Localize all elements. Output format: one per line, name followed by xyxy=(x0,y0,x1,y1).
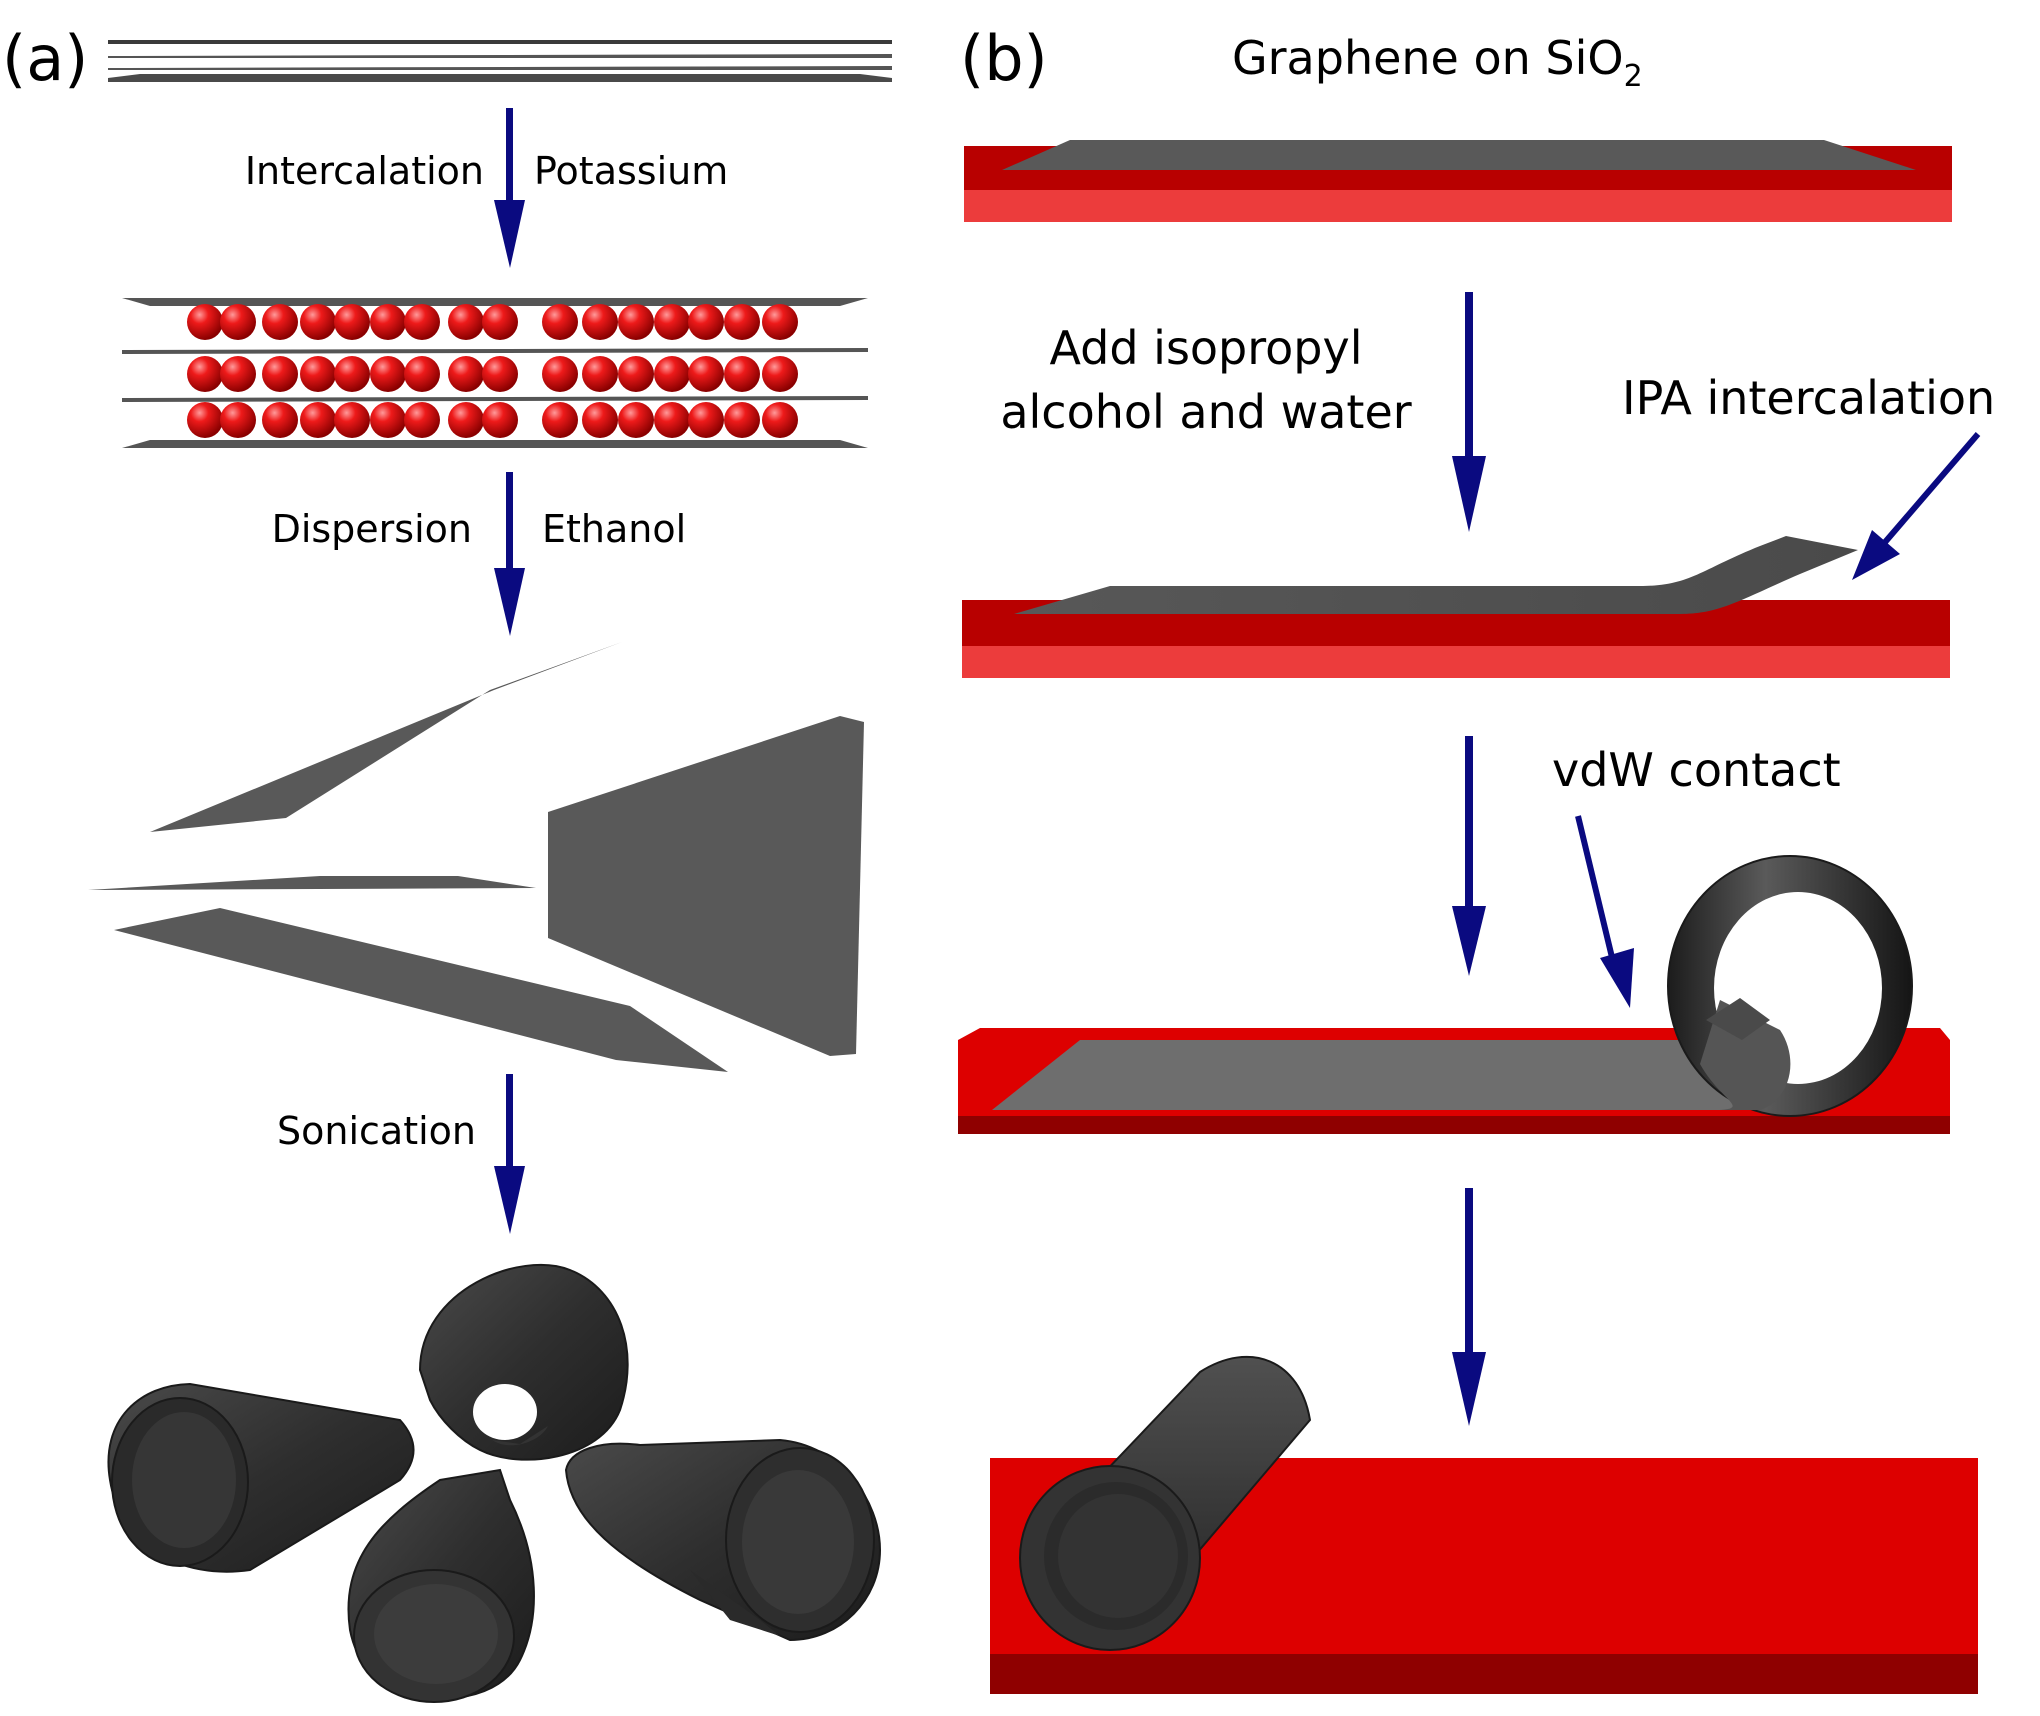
potassium-atom xyxy=(618,356,654,392)
potassium-atom xyxy=(187,304,223,340)
potassium-atom xyxy=(404,402,440,438)
potassium-atom xyxy=(370,304,406,340)
potassium-atom xyxy=(448,402,484,438)
arrow-b-step3 xyxy=(1452,1188,1486,1426)
potassium-atom xyxy=(187,402,223,438)
title-main: Graphene on SiO xyxy=(1232,31,1624,85)
potassium-atom xyxy=(220,356,256,392)
arrow-vdw-pointer xyxy=(1575,815,1634,1008)
potassium-atom xyxy=(404,356,440,392)
substrate-2 xyxy=(962,536,1950,678)
substrate-4 xyxy=(990,1356,1978,1694)
potassium-atom xyxy=(654,356,690,392)
potassium-atom xyxy=(482,304,518,340)
potassium-atom xyxy=(654,304,690,340)
potassium-atom xyxy=(300,356,336,392)
potassium-atoms xyxy=(187,304,798,438)
potassium-atom xyxy=(300,304,336,340)
annotation-vdw-contact: vdW contact xyxy=(1552,743,1841,797)
arrow-intercalation xyxy=(494,108,525,268)
potassium-atom xyxy=(482,356,518,392)
potassium-atom xyxy=(762,402,798,438)
intercalated-graphite xyxy=(122,298,868,448)
potassium-atom xyxy=(582,356,618,392)
potassium-atom xyxy=(762,304,798,340)
potassium-atom xyxy=(654,402,690,438)
step-label-add-isopropyl: Add isopropyl xyxy=(1049,321,1362,375)
potassium-atom xyxy=(688,402,724,438)
step-label-dispersion: Dispersion xyxy=(272,507,472,551)
potassium-atom xyxy=(220,304,256,340)
potassium-atom xyxy=(482,402,518,438)
potassium-atom xyxy=(582,402,618,438)
panel-b-title: Graphene on SiO2 xyxy=(1232,31,1643,94)
substrate-1 xyxy=(964,140,1952,222)
potassium-atom xyxy=(762,356,798,392)
substrate-3 xyxy=(958,855,1950,1134)
potassium-atom xyxy=(262,356,298,392)
potassium-atom xyxy=(542,402,578,438)
potassium-atom xyxy=(448,304,484,340)
potassium-atom xyxy=(370,356,406,392)
title-subscript: 2 xyxy=(1624,59,1643,94)
step-label-ethanol: Ethanol xyxy=(542,507,686,551)
potassium-atom xyxy=(618,304,654,340)
potassium-atom xyxy=(542,356,578,392)
potassium-atom xyxy=(724,304,760,340)
potassium-atom xyxy=(404,304,440,340)
potassium-atom xyxy=(300,402,336,438)
potassium-atom xyxy=(334,356,370,392)
potassium-atom xyxy=(724,402,760,438)
potassium-atom xyxy=(542,304,578,340)
graphite-stack xyxy=(108,40,892,82)
potassium-atom xyxy=(448,356,484,392)
potassium-atom xyxy=(582,304,618,340)
arrow-ipa-pointer xyxy=(1852,432,1981,580)
dispersed-graphene-sheets xyxy=(88,642,864,1072)
graphene-nanoscrolls xyxy=(107,1263,882,1703)
step-label-alcohol-water: alcohol and water xyxy=(1000,385,1411,439)
step-label-intercalation: Intercalation xyxy=(245,149,484,193)
potassium-atom xyxy=(688,356,724,392)
potassium-atom xyxy=(334,304,370,340)
potassium-atom xyxy=(262,402,298,438)
step-label-potassium: Potassium xyxy=(534,149,728,193)
rolling-graphene xyxy=(1667,855,1913,1117)
potassium-atom xyxy=(724,356,760,392)
potassium-atom xyxy=(187,356,223,392)
potassium-atom xyxy=(370,402,406,438)
potassium-atom xyxy=(618,402,654,438)
arrow-b-step2 xyxy=(1452,736,1486,976)
potassium-atom xyxy=(688,304,724,340)
potassium-atom xyxy=(262,304,298,340)
panel-a-label: (a) xyxy=(2,22,88,95)
graphene-scroll-final xyxy=(1019,1356,1312,1651)
potassium-atom xyxy=(334,402,370,438)
step-label-sonication: Sonication xyxy=(277,1109,476,1153)
arrow-b-step1 xyxy=(1452,292,1486,532)
arrow-dispersion xyxy=(494,472,525,636)
panel-b-label: (b) xyxy=(960,22,1048,95)
annotation-ipa-intercalation: IPA intercalation xyxy=(1622,371,1995,425)
potassium-atom xyxy=(220,402,256,438)
arrow-sonication xyxy=(494,1074,525,1234)
